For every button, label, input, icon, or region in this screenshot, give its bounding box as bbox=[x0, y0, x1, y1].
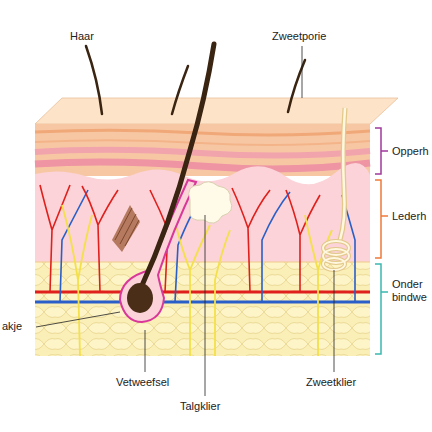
epidermis-label: Opperh bbox=[392, 145, 429, 158]
hypodermis-label: Onder bindwe bbox=[392, 278, 430, 304]
sebaceous-gland-label: Talgklier bbox=[180, 400, 220, 413]
hair-label: Haar bbox=[70, 30, 94, 43]
dermis-label: Lederh bbox=[392, 210, 426, 223]
sweat-gland-label: Zweetklier bbox=[306, 376, 356, 389]
sweat-pore-label: Zweetporie bbox=[272, 30, 326, 43]
fat-tissue-label: Vetweefsel bbox=[116, 376, 169, 389]
follicle-label: akje bbox=[2, 320, 22, 333]
